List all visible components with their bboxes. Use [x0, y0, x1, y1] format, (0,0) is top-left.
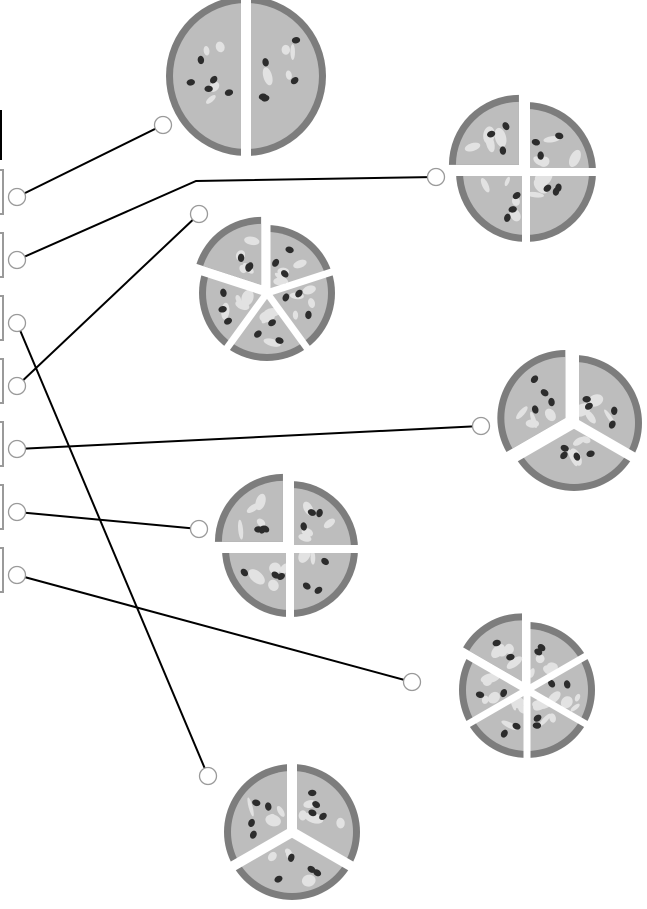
answer-box[interactable] — [0, 485, 3, 529]
pizza-slice — [290, 545, 358, 617]
pizza-slice — [456, 172, 526, 242]
left-connector-dot[interactable] — [9, 189, 26, 206]
answer-box[interactable] — [0, 296, 3, 340]
connection-line — [17, 575, 412, 682]
left-connector-dot[interactable] — [9, 567, 26, 584]
pizzas-layer — [166, 0, 642, 900]
pizza-slice — [526, 102, 596, 172]
answer-box[interactable] — [0, 233, 3, 277]
pizza-connector-dot[interactable] — [155, 117, 172, 134]
left-connector-dot[interactable] — [9, 441, 26, 458]
left-connector-dot[interactable] — [9, 252, 26, 269]
connector-dots — [9, 117, 490, 785]
pizza-connector-dot[interactable] — [404, 674, 421, 691]
pizza-connector-dot[interactable] — [191, 521, 208, 538]
pizza-thirds-b — [224, 758, 360, 900]
connection-line — [17, 323, 208, 776]
pizza-connector-dot[interactable] — [191, 206, 208, 223]
pizza-slice — [290, 481, 358, 549]
pizza-slice — [449, 95, 519, 165]
connection-line — [17, 426, 481, 449]
pizza-fifths — [196, 217, 337, 361]
answer-box[interactable] — [0, 359, 3, 403]
pizza-halves — [166, 0, 326, 162]
pizza-sixths — [459, 613, 595, 764]
answer-box[interactable] — [0, 548, 3, 592]
pizza-slice — [526, 168, 596, 242]
connection-line — [17, 512, 199, 529]
connection-line — [17, 214, 199, 386]
connection-line — [17, 125, 163, 197]
pizza-slice — [166, 0, 246, 156]
left-answer-boxes — [0, 110, 3, 592]
pizza-connector-dot[interactable] — [428, 169, 445, 186]
left-connector-dot[interactable] — [9, 315, 26, 332]
left-connector-dot[interactable] — [9, 378, 26, 395]
pizza-slice — [246, 0, 326, 156]
pizza-quarters-b — [215, 474, 364, 623]
pizza-slice — [222, 549, 292, 617]
answer-box[interactable] — [0, 170, 3, 214]
pizza-thirds-a — [497, 349, 642, 491]
pizza-slice — [215, 474, 283, 542]
left-connector-dot[interactable] — [9, 504, 26, 521]
pizza-connector-dot[interactable] — [200, 768, 217, 785]
answer-box[interactable] — [0, 422, 3, 466]
pizza-quarters — [449, 95, 602, 248]
pizza-connector-dot[interactable] — [473, 418, 490, 435]
